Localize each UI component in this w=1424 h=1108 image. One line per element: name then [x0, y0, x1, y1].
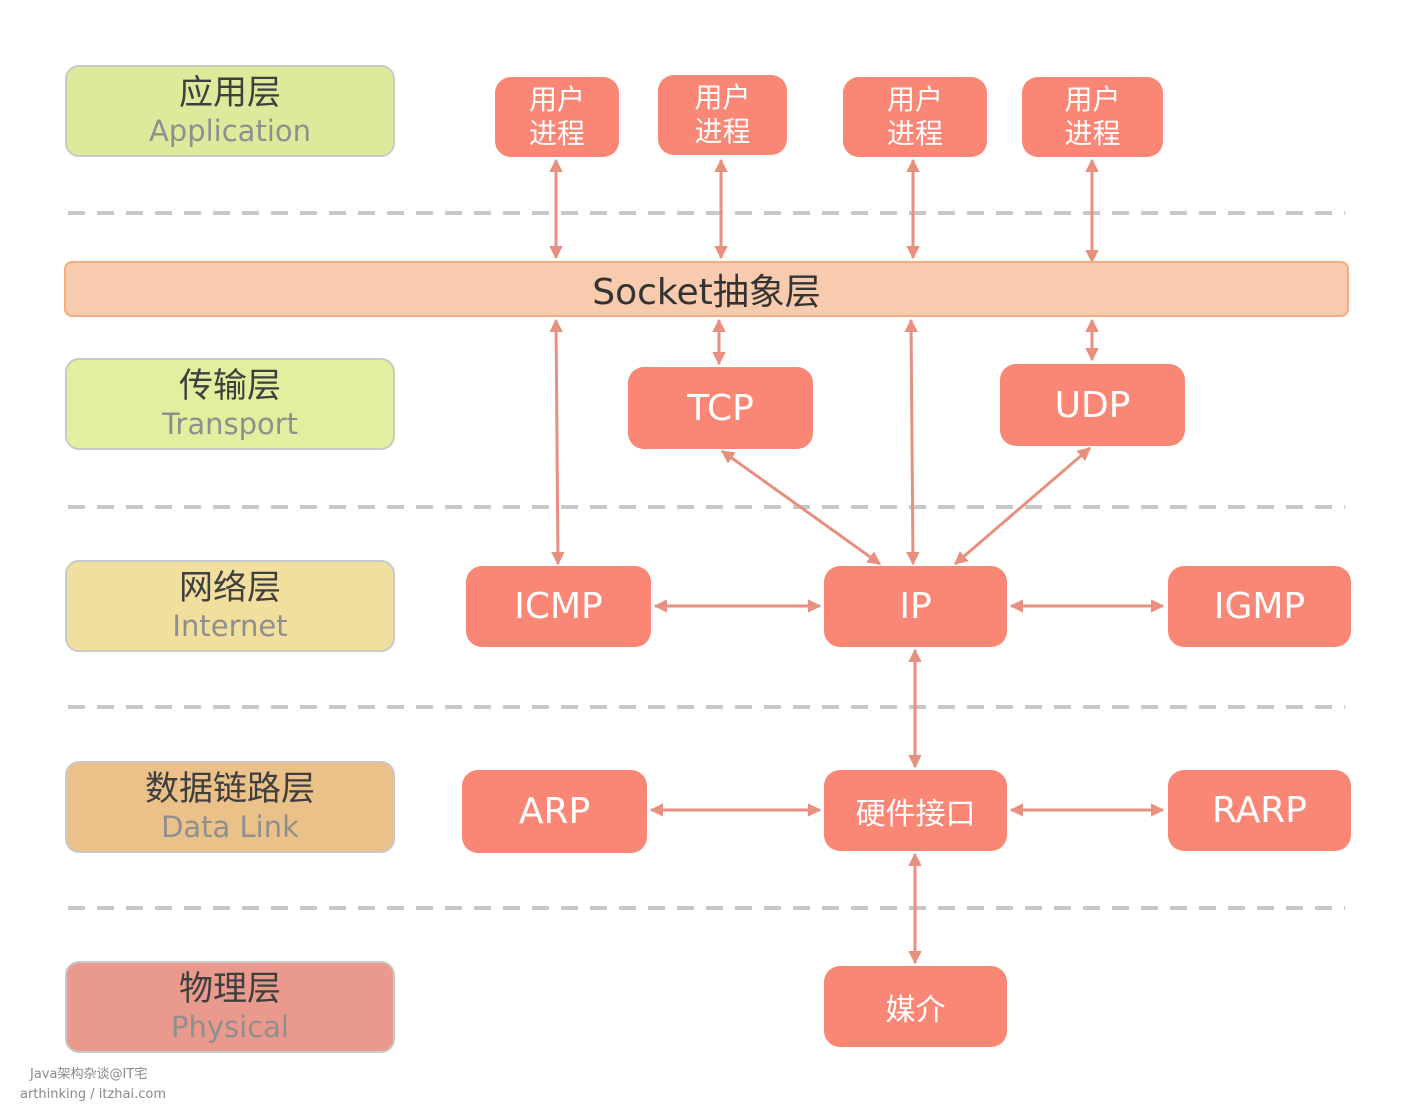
ip-node: IP	[824, 566, 1007, 647]
media-node: 媒介	[824, 966, 1007, 1047]
layer-label-en: Application	[148, 114, 312, 148]
layer-label-en: Data Link	[161, 810, 299, 844]
arrow-tcp-ip	[720, 449, 882, 566]
udp-node: UDP	[1000, 364, 1185, 446]
layer-label-zh: 传输层	[179, 366, 281, 406]
layer-internet: 网络层 Internet	[65, 560, 395, 652]
socket-layer: Socket抽象层	[64, 261, 1349, 317]
arrow-udp-ip	[953, 446, 1092, 566]
user-process-4: 用户 进程	[1022, 77, 1163, 157]
user-process-3: 用户 进程	[843, 77, 987, 157]
layer-label-en: Transport	[161, 407, 299, 441]
user-process-1: 用户 进程	[495, 77, 619, 157]
layer-label-en: Physical	[171, 1010, 289, 1044]
icmp-node: ICMP	[466, 566, 651, 647]
layer-label-zh: 网络层	[179, 568, 281, 608]
watermark-line-2: arthinking / itzhai.com	[20, 1087, 167, 1102]
user-process-2: 用户 进程	[658, 75, 787, 155]
arp-node: ARP	[462, 770, 647, 853]
tcp-node: TCP	[628, 367, 813, 449]
layer-label-en: Internet	[172, 609, 288, 643]
layer-label-zh: 数据链路层	[145, 769, 315, 809]
layer-datalink: 数据链路层 Data Link	[65, 761, 395, 853]
layer-transport: 传输层 Transport	[65, 358, 395, 450]
hardware-interface-node: 硬件接口	[824, 770, 1007, 851]
arrow-socket-icmp	[549, 318, 565, 566]
rarp-node: RARP	[1168, 770, 1351, 851]
layer-label-zh: 物理层	[179, 969, 281, 1009]
layer-label-zh: 应用层	[179, 73, 281, 113]
watermark-line-1: Java架构杂谈@IT宅	[30, 1067, 148, 1082]
layer-application: 应用层 Application	[65, 65, 395, 157]
layer-physical: 物理层 Physical	[65, 961, 395, 1053]
arrow-socket-ip	[904, 318, 920, 566]
layer-separators	[68, 211, 1345, 910]
arrows	[549, 158, 1165, 965]
igmp-node: IGMP	[1168, 566, 1351, 647]
